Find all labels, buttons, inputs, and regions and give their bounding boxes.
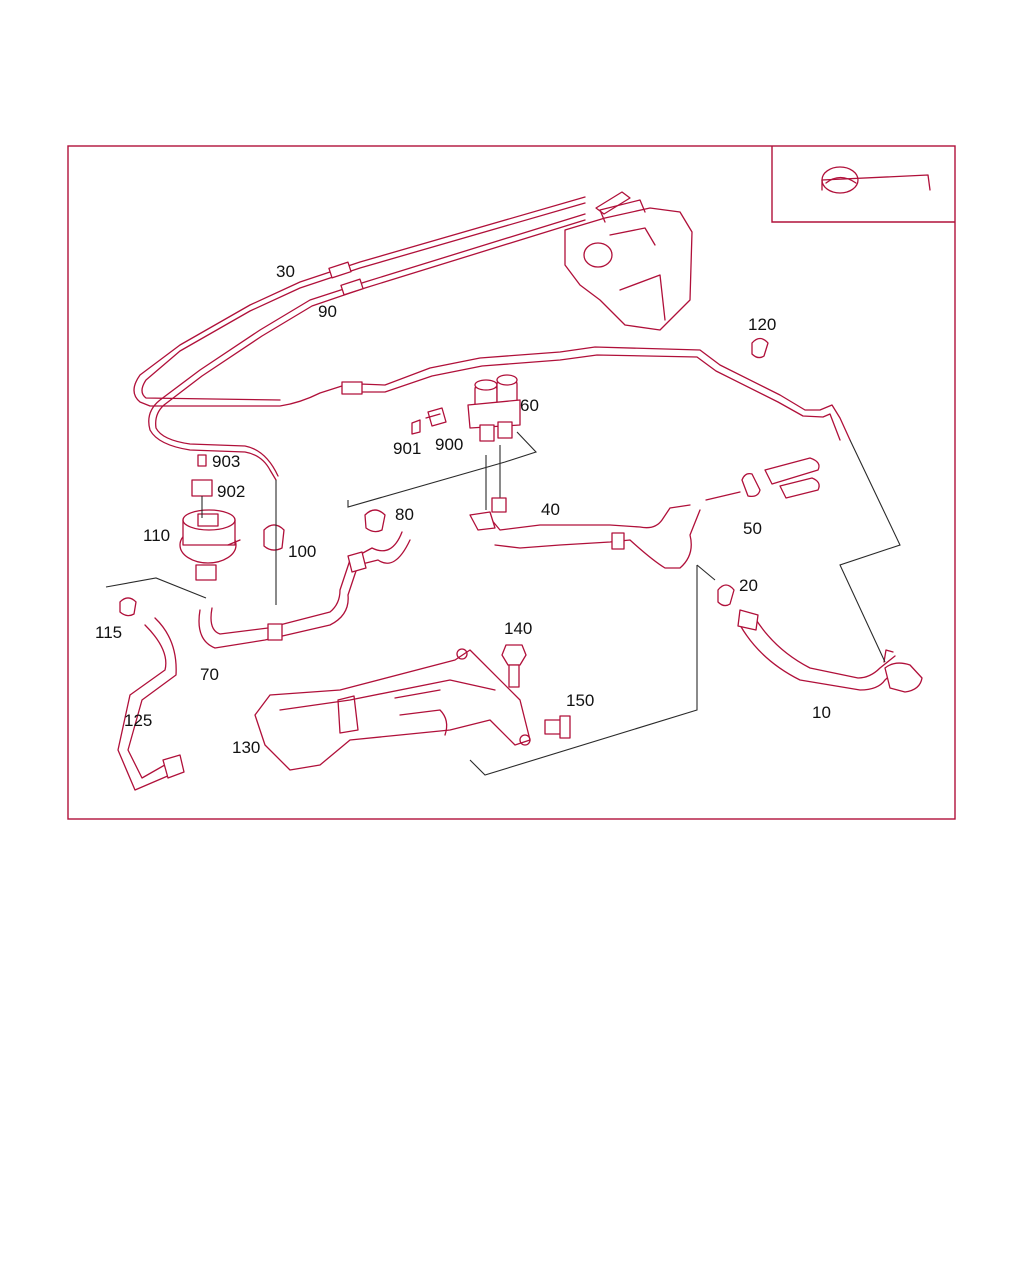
hose-main	[341, 346, 851, 441]
clamp-100	[263, 524, 285, 551]
callout-70: 70	[200, 665, 219, 684]
hose-50	[705, 457, 820, 501]
plug-903	[197, 454, 207, 467]
callout-902: 902	[217, 482, 245, 501]
callout-901: 901	[393, 439, 421, 458]
callout-125: 125	[124, 711, 152, 730]
bolt-140	[501, 644, 527, 688]
callout-80: 80	[395, 505, 414, 524]
clamp-80	[364, 509, 386, 533]
callout-10: 10	[812, 703, 831, 722]
connector-900	[425, 407, 447, 427]
callout-130: 130	[232, 738, 260, 757]
hose-10	[737, 609, 923, 693]
pump-110	[179, 509, 241, 581]
callout-30: 30	[276, 262, 295, 281]
callout-110: 110	[143, 526, 170, 545]
hose-70	[198, 531, 411, 649]
hose-90	[148, 213, 586, 481]
callout-115: 115	[95, 623, 122, 642]
callout-900: 900	[435, 435, 463, 454]
bolt-150	[544, 715, 571, 739]
valve-60	[467, 374, 521, 442]
connector-902	[191, 479, 213, 497]
hose-125	[117, 617, 185, 791]
callout-60: 60	[520, 396, 539, 415]
inset-hose-lines-icon	[771, 146, 955, 223]
clamp-115	[119, 597, 137, 617]
diagram-frame	[67, 145, 956, 820]
callout-100: 100	[288, 542, 316, 561]
callout-90: 90	[318, 302, 337, 321]
hose-30	[133, 196, 586, 407]
hose-40	[469, 497, 701, 569]
callout-150: 150	[566, 691, 594, 710]
expansion-tank	[564, 191, 693, 331]
callout-120: 120	[748, 315, 776, 334]
callout-20: 20	[739, 576, 758, 595]
clamp-20	[717, 584, 735, 607]
callout-50: 50	[743, 519, 762, 538]
callout-903: 903	[212, 452, 240, 471]
clamp-120	[751, 337, 769, 359]
callout-40: 40	[541, 500, 560, 519]
callout-140: 140	[504, 619, 532, 638]
plug-901	[411, 419, 421, 435]
bracket-130	[254, 648, 531, 771]
